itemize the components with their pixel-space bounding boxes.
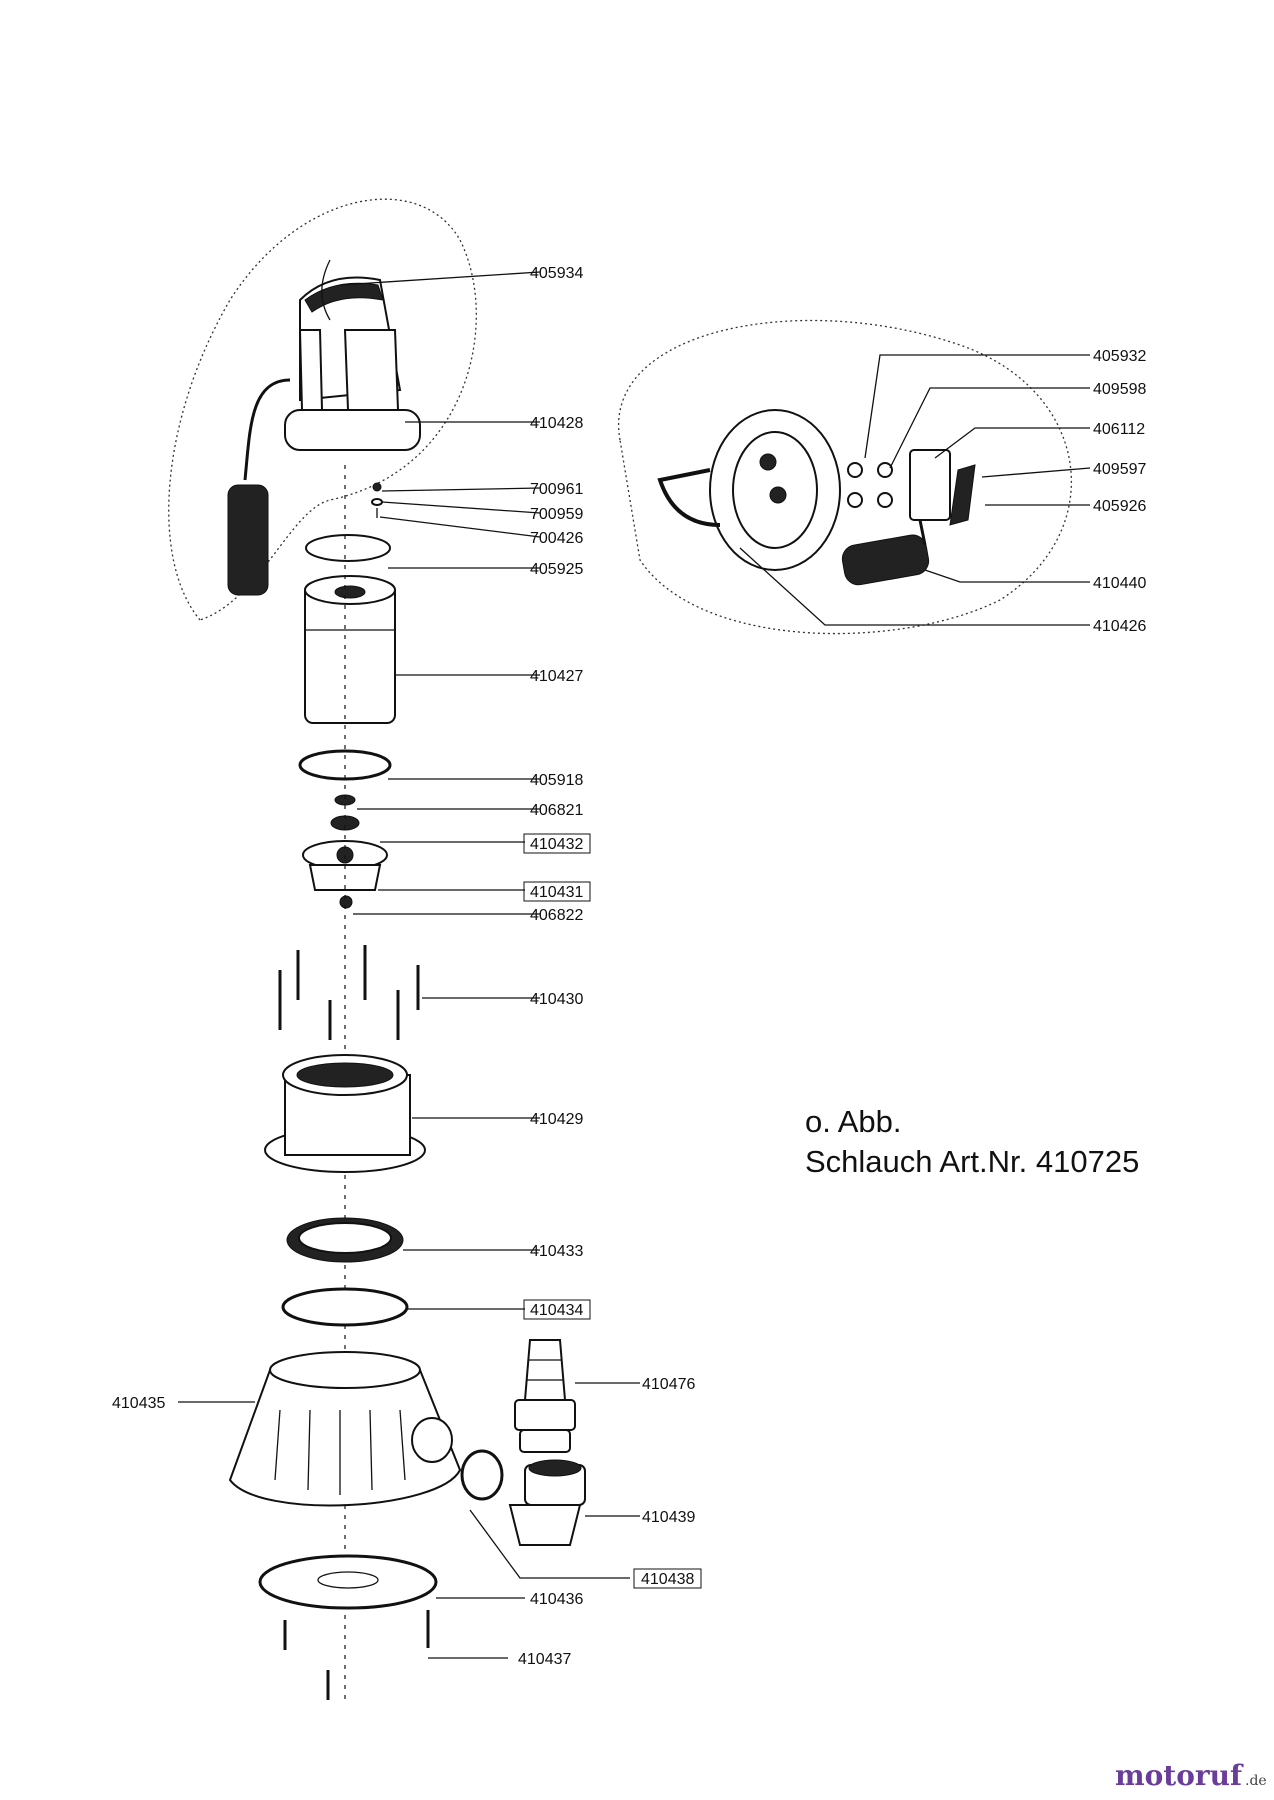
hose-note: o. Abb. Schlauch Art.Nr. 410725 bbox=[805, 1104, 1139, 1179]
label-405926: 405926 bbox=[1093, 498, 1146, 515]
oring-410438 bbox=[460, 1449, 504, 1501]
leader-lines bbox=[178, 271, 1091, 1659]
note-line-2: Schlauch Art.Nr. 410725 bbox=[805, 1144, 1139, 1179]
label-410430: 410430 bbox=[530, 991, 583, 1008]
note-line-1: o. Abb. bbox=[805, 1104, 902, 1139]
pump-base-part bbox=[228, 1351, 462, 1507]
box-410431 bbox=[523, 881, 591, 902]
base-plate-part bbox=[258, 1554, 438, 1610]
label-409597: 409597 bbox=[1093, 461, 1146, 478]
label-410433: 410433 bbox=[530, 1243, 583, 1260]
label-405925: 405925 bbox=[530, 561, 583, 578]
box-410434 bbox=[523, 1299, 591, 1320]
float-switch-part bbox=[227, 378, 291, 596]
label-405934: 405934 bbox=[530, 265, 583, 282]
label-406822: 406822 bbox=[530, 907, 583, 924]
label-410438: 410438 bbox=[641, 1571, 694, 1588]
label-700959: 700959 bbox=[530, 506, 583, 523]
housing-part bbox=[264, 1054, 426, 1173]
elbow-part bbox=[508, 1459, 586, 1546]
watermark-brand: motoruf bbox=[1115, 1759, 1244, 1792]
impeller-part bbox=[302, 840, 388, 891]
box-410432 bbox=[523, 833, 591, 854]
box-410438 bbox=[633, 1568, 702, 1589]
switch-assembly-part bbox=[657, 409, 976, 586]
motoruf-watermark: motoruf .de bbox=[1115, 1759, 1267, 1792]
nut-406822 bbox=[339, 895, 353, 909]
label-406112: 406112 bbox=[1093, 421, 1145, 438]
part-labels: 405934 410428 700961 700959 700426 40592… bbox=[112, 265, 1146, 1668]
screw-washer-stack bbox=[371, 482, 383, 518]
label-410432: 410432 bbox=[530, 836, 583, 853]
detail-outline-switch bbox=[617, 319, 1073, 635]
label-405932: 405932 bbox=[1093, 348, 1146, 365]
label-410431: 410431 bbox=[530, 884, 583, 901]
label-410437: 410437 bbox=[518, 1651, 571, 1668]
motor-can-part bbox=[304, 575, 396, 724]
label-405918: 405918 bbox=[530, 772, 583, 789]
oring-410434 bbox=[281, 1287, 409, 1327]
label-410427: 410427 bbox=[530, 668, 583, 685]
label-410435: 410435 bbox=[112, 1395, 165, 1412]
screws-410437 bbox=[283, 1610, 430, 1700]
detail-outline-motor bbox=[168, 198, 477, 621]
screws-410430 bbox=[278, 945, 420, 1040]
label-410426: 410426 bbox=[1093, 618, 1146, 635]
label-410429: 410429 bbox=[530, 1111, 583, 1128]
ring-410433 bbox=[286, 1217, 404, 1263]
label-410434: 410434 bbox=[530, 1302, 583, 1319]
ring-405925 bbox=[305, 534, 391, 562]
label-409598: 409598 bbox=[1093, 381, 1146, 398]
label-410476: 410476 bbox=[642, 1376, 695, 1393]
label-410428: 410428 bbox=[530, 415, 583, 432]
label-700426: 700426 bbox=[530, 530, 583, 547]
label-410439: 410439 bbox=[642, 1509, 695, 1526]
watermark-tld: .de bbox=[1245, 1773, 1267, 1789]
label-410440: 410440 bbox=[1093, 575, 1146, 592]
motor-head-part bbox=[284, 259, 421, 451]
label-410436: 410436 bbox=[530, 1591, 583, 1608]
hose-connector-part bbox=[514, 1339, 576, 1453]
label-700961: 700961 bbox=[530, 481, 583, 498]
label-406821: 406821 bbox=[530, 802, 583, 819]
